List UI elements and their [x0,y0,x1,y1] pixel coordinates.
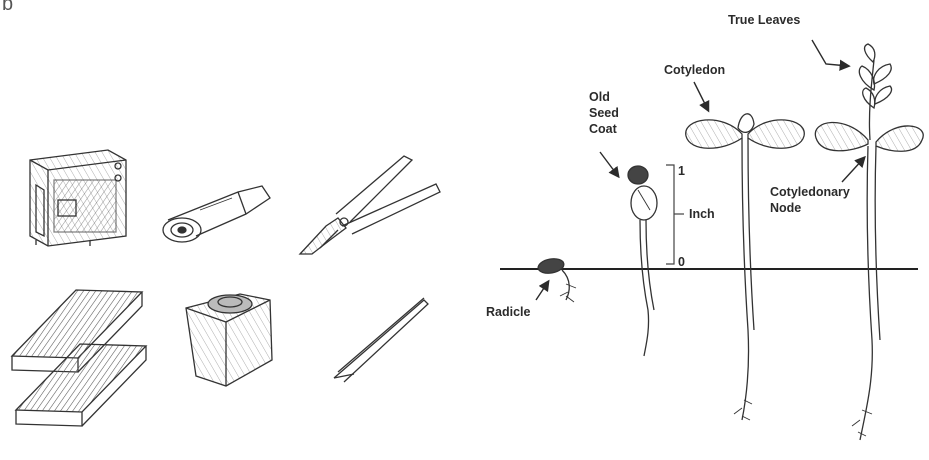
label-cotyledonary-node: Cotyledonary Node [770,184,850,216]
label-radicle: Radicle [486,304,530,320]
germinator-drawing [30,150,126,246]
stage-radicle-emergence [537,257,576,302]
scale-label-unit: Inch [689,206,715,222]
magnifier-drawing [163,186,270,242]
tweezers-drawing [334,298,428,382]
scale-label-top: 1 [678,163,685,179]
arrow-radicle [536,282,548,300]
arrow-cotyledon [694,82,708,110]
label-cotyledonary-node-line1: Cotyledonary [770,184,850,200]
label-cotyledonary-node-line2: Node [770,200,850,216]
label-old-seed-coat-line3: Coat [589,121,619,137]
scale-label-bottom: 0 [678,254,685,270]
stage-hypocotyl-with-seed-coat [628,166,657,356]
label-arrows [536,40,864,300]
seed-counter-drawing [186,294,272,386]
arrow-cotyledonary-node [842,158,864,182]
scale-bar [666,165,684,264]
label-old-seed-coat-line2: Seed [589,105,619,121]
stage-true-leaves [815,44,923,440]
label-old-seed-coat: Old Seed Coat [589,89,619,137]
arrow-true-leaves [812,40,848,66]
label-cotyledon: Cotyledon [664,62,725,78]
arrow-old-seed-coat [600,152,618,176]
pruning-shears-drawing [300,156,440,254]
label-old-seed-coat-line1: Old [589,89,619,105]
stage-cotyledon [686,114,805,420]
label-true-leaves: True Leaves [728,12,800,28]
seed-trays-drawing [12,290,146,426]
